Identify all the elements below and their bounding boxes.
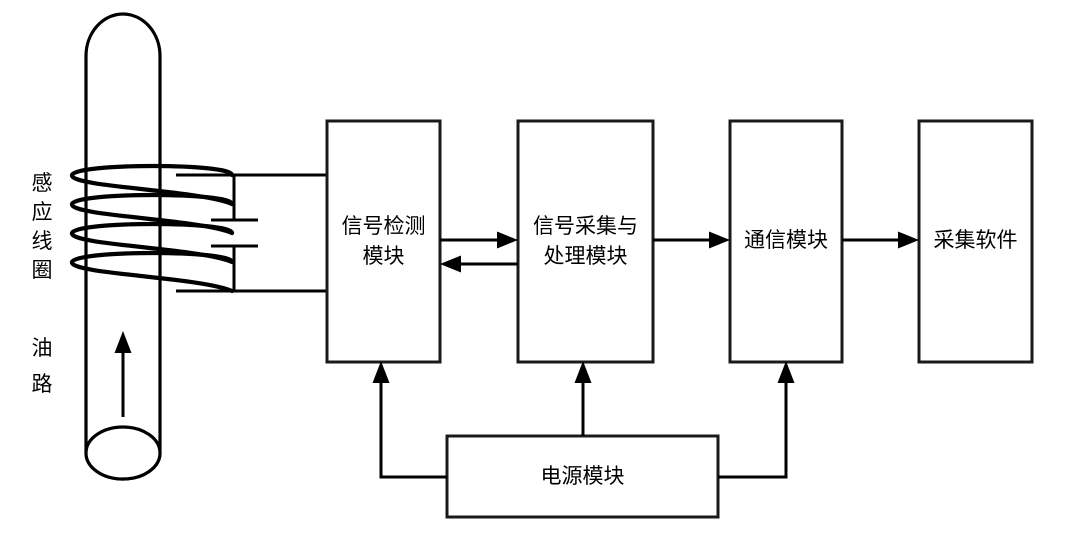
oil-pipe-bottom-ellipse: [84, 425, 162, 481]
arrow-power-to-communication: [718, 361, 795, 479]
box-power-supply[interactable]: 电源模块: [445, 434, 720, 519]
box-signal-detection[interactable]: 信号检测 模块: [325, 119, 442, 364]
box-signal-acquisition-label-line2: 处理模块: [544, 244, 628, 268]
pipe-label-char-1: 路: [32, 372, 53, 396]
box-communication-label: 通信模块: [744, 228, 828, 252]
arrow-power-to-acquisition: [574, 361, 592, 436]
coil-label-char-3: 圈: [32, 258, 53, 282]
oil-flow-arrow-icon: [114, 331, 132, 417]
pipe-label-char-0: 油: [32, 336, 53, 360]
arrow-acquisition-to-detection: [440, 255, 518, 273]
arrow-power-to-detection: [372, 361, 447, 479]
coil-label-char-1: 应: [32, 200, 53, 224]
box-signal-acquisition[interactable]: 信号采集与 处理模块: [516, 119, 655, 364]
box-signal-acquisition-label-line1: 信号采集与: [533, 214, 638, 238]
arrow-acquisition-to-communication: [653, 231, 730, 249]
induction-coil-icon: [69, 163, 235, 294]
label-oil-path: 油 路: [32, 336, 53, 396]
coil-circuit-wiring: [176, 173, 327, 293]
coil-label-char-0: 感: [32, 171, 53, 195]
coil-label-char-2: 线: [32, 229, 53, 253]
arrow-detection-to-acquisition: [440, 231, 518, 249]
arrow-communication-to-software: [842, 231, 919, 249]
box-power-supply-label: 电源模块: [541, 464, 625, 488]
box-signal-detection-label-line1: 信号检测: [342, 214, 426, 238]
box-signal-detection-label-line2: 模块: [363, 244, 405, 268]
box-acquisition-software-label: 采集软件: [934, 228, 1018, 252]
label-induction-coil: 感 应 线 圈: [32, 171, 53, 282]
box-communication[interactable]: 通信模块: [728, 119, 844, 364]
box-acquisition-software[interactable]: 采集软件: [917, 119, 1034, 364]
